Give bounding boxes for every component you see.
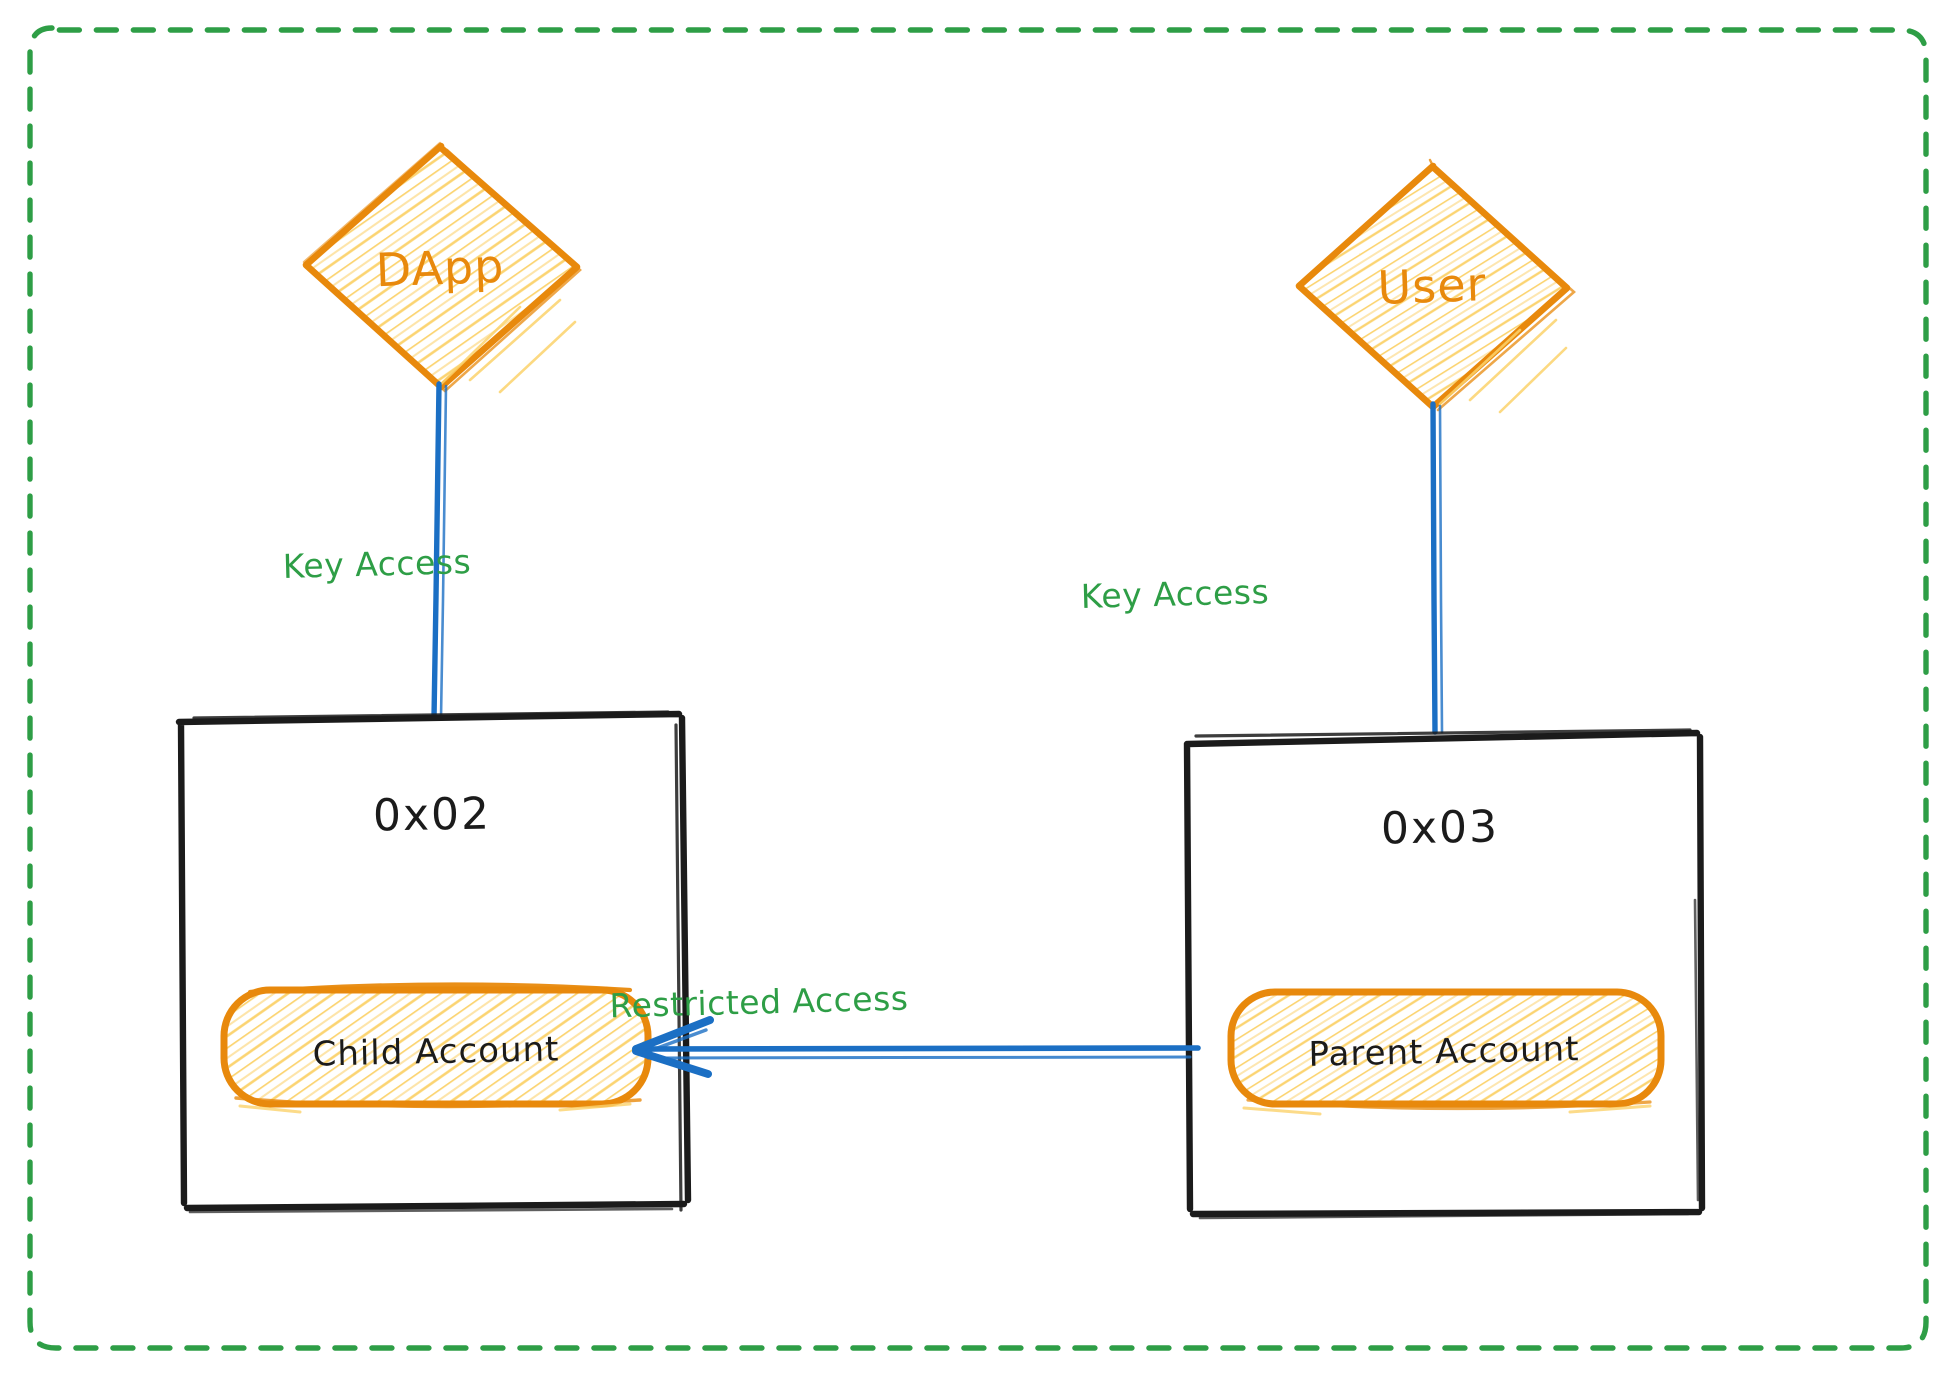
account-box-0x03[interactable] xyxy=(1183,728,1706,1220)
account-box-0x02[interactable] xyxy=(175,710,692,1214)
inner-box-parent-account[interactable] xyxy=(1227,988,1665,1116)
inner-box-child-account[interactable] xyxy=(220,982,652,1114)
boundary-dashed-rect xyxy=(27,25,1929,1351)
edge-user-key-access xyxy=(1430,401,1444,735)
edge-restricted-access xyxy=(632,1016,1201,1078)
edge-dapp-key-access xyxy=(431,381,448,721)
actor-user-diamond[interactable] xyxy=(1295,158,1576,414)
actor-dapp-diamond[interactable] xyxy=(302,141,582,394)
